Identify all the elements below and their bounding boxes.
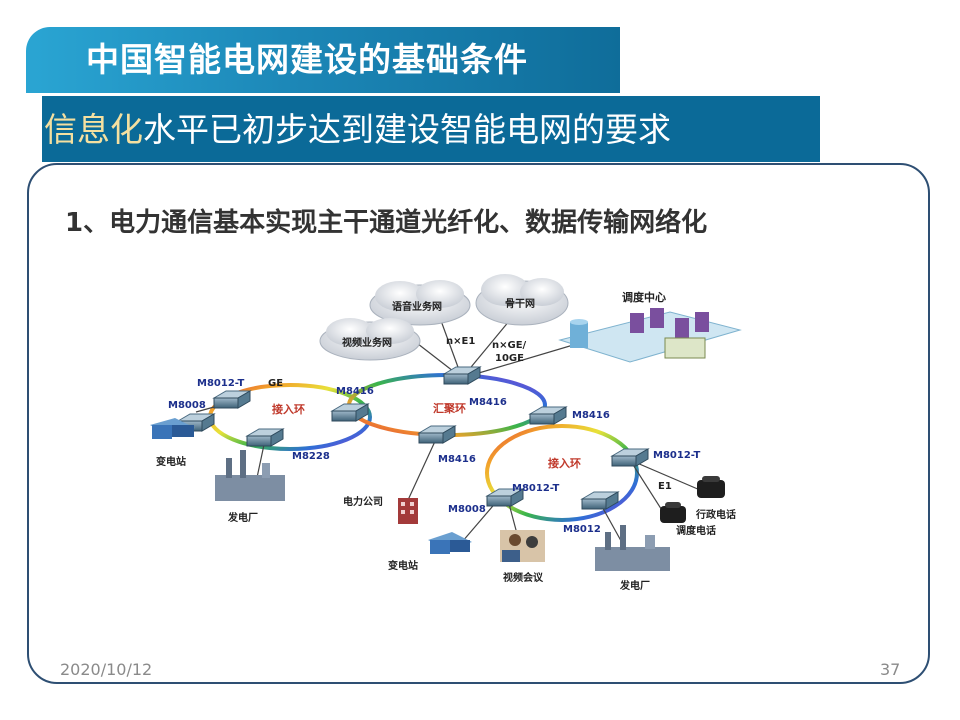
power-plant-icon: 发电厂 [215,450,285,524]
device-label: M8008 [168,400,206,411]
link-label: n×GE/ [492,340,527,351]
cloud-label: 视频业务网 [342,336,392,349]
ring-label: 接入环 [272,402,305,416]
device-label: M8012-T [197,378,244,389]
title-banner [26,27,620,93]
site-label: 变电站 [156,455,186,468]
link-label: GE [268,378,283,389]
site-label: 发电厂 [227,511,258,524]
router-icon [528,406,568,425]
footer-date: 2020/10/12 [60,660,153,679]
office-building-icon: 电力公司 [343,495,418,524]
site-label: 调度电话 [676,524,716,537]
page-number: 37 [880,660,901,679]
cloud-label: 骨干网 [505,298,535,310]
site-label: 调度中心 [622,290,666,304]
device-label: M8008 [448,504,486,515]
link-label: n×E1 [446,336,475,347]
router-icon [417,425,457,444]
dispatch-center: 调度中心 [558,290,742,363]
substation-icon: 变电站 [150,418,195,468]
device-labels: M8012-T M8008 M8228 M8416 M8416 M8416 M8… [168,378,700,535]
site-label: 视频会议 [503,571,544,584]
database-icon [570,322,588,348]
subtitle-banner [42,96,820,162]
substation-icon: 变电站 [388,532,472,572]
router-icon [610,448,650,467]
device-label: M8228 [292,451,330,462]
phone-icon: 调度电话 [660,502,716,537]
router-icon [442,366,482,385]
router-icon [330,403,370,422]
device-label: M8012-T [653,450,700,461]
access-ring-right: 接入环 [485,424,639,522]
site-label: 变电站 [388,559,418,572]
link-label: 10GE [495,353,524,364]
cloud-label: 语音业务网 [392,300,442,313]
link-label: E1 [658,481,672,492]
subtitle-rest: 水平已初步达到建设智能电网的要求 [143,110,671,149]
router-group [176,366,650,510]
device-label: M8416 [572,410,610,421]
slide-title: 中国智能电网建设的基础条件 [86,40,528,79]
site-label: 电力公司 [343,495,383,508]
power-plant-icon: 发电厂 [595,525,670,592]
device-label: M8416 [438,454,476,465]
router-icon [245,428,285,447]
device-label: M8012-T [512,483,559,494]
router-icon [212,390,252,409]
cloud-video-network: 视频业务网 [319,318,421,361]
ring-label: 汇聚环 [433,402,466,415]
router-icon [580,491,620,510]
server-icon [630,313,644,333]
ring-label: 接入环 [548,456,581,470]
slide-subtitle: 信息化水平已初步达到建设智能电网的要求 [44,107,671,153]
subtitle-highlight: 信息化 [44,110,143,149]
device-label: M8416 [469,397,507,408]
phone-icon: 行政电话 [695,476,736,521]
site-label: 行政电话 [695,508,736,521]
device-label: M8416 [336,386,374,397]
video-conference-icon: 视频会议 [500,530,545,584]
cloud-voice-network: 语音业务网 [369,280,471,326]
cloud-backbone: 骨干网 [475,274,569,326]
device-label: M8012 [563,524,601,535]
router-icon [485,488,525,507]
site-label: 发电厂 [619,579,650,592]
bullet-point: 1、电力通信基本实现主干通道光纤化、数据传输网络化 [65,208,708,238]
